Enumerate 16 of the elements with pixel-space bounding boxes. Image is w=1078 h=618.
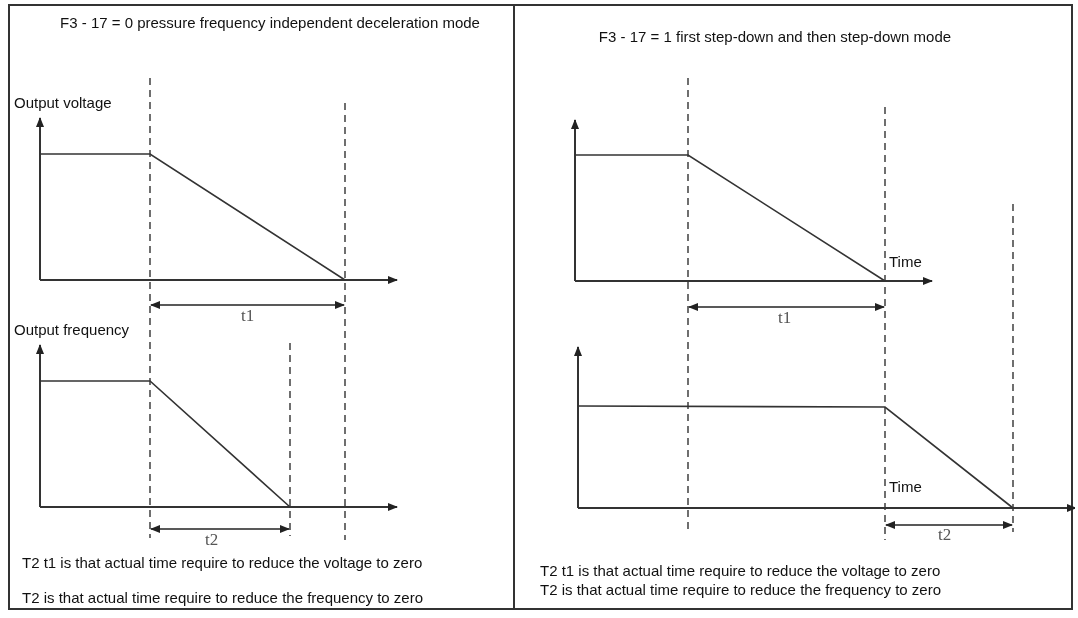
axis-label: Time <box>889 253 922 270</box>
note-text: T2 is that actual time require to reduce the frequency to zero <box>22 589 425 606</box>
panel-title: F3 - 17 = 0 pressure frequency independent deceleration mode <box>59 14 481 31</box>
panel-frame <box>513 4 1073 610</box>
duration-label: t2 <box>205 530 219 550</box>
note-text: T2 t1 is that actual time require to reduce the voltage to zero <box>22 554 424 571</box>
note-text: T2 t1 is that actual time require to reduce the voltage to zero <box>540 562 942 579</box>
axis-label: Time <box>889 478 922 495</box>
axis-label: Output voltage <box>14 94 112 111</box>
duration-label: t2 <box>938 525 952 545</box>
duration-label: t1 <box>241 306 255 326</box>
panel-frame <box>8 4 515 610</box>
note-text: T2 is that actual time require to reduce the frequency to zero <box>540 581 943 598</box>
axis-label: Output frequency <box>14 321 130 338</box>
duration-label: t1 <box>778 308 792 328</box>
panel-title: F3 - 17 = 1 first step-down and then step-down mode <box>597 28 953 45</box>
